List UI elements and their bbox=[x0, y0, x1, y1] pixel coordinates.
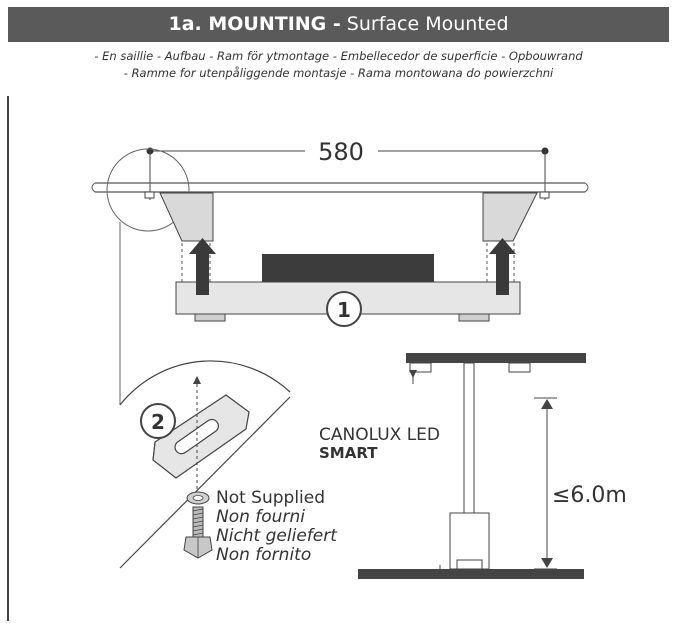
screw-left bbox=[144, 191, 155, 199]
header-normal: Surface Mounted bbox=[340, 13, 509, 35]
installation-height-view: ≤6.0m bbox=[358, 353, 627, 579]
ceiling-board bbox=[91, 182, 589, 193]
screw-right bbox=[539, 191, 550, 199]
bracket-left bbox=[159, 192, 214, 242]
not-supplied-it: Non fornito bbox=[216, 545, 311, 565]
header-bold: 1a. MOUNTING - bbox=[168, 13, 341, 35]
bracket-right bbox=[482, 192, 538, 242]
product-name: CANOLUX LED bbox=[319, 425, 440, 445]
width-dimension: 580 bbox=[146, 138, 549, 200]
panel-foot-left bbox=[194, 313, 226, 322]
not-supplied-note: Not Supplied Non fourni Nicht geliefert … bbox=[216, 488, 338, 565]
not-supplied-de: Nicht geliefert bbox=[216, 526, 338, 546]
step-2-number: 2 bbox=[151, 410, 165, 434]
subtitle-line-2: - Ramme for utenpåliggende montasje - Ra… bbox=[123, 66, 554, 80]
not-supplied-fr: Non fourni bbox=[216, 507, 305, 527]
not-supplied-en: Not Supplied bbox=[216, 488, 325, 508]
step-1-badge: 1 bbox=[326, 291, 362, 327]
width-dimension-label: 580 bbox=[318, 138, 364, 166]
product-variant: SMART bbox=[319, 444, 378, 462]
subtitle-line-1: - En saillie - Aufbau - Ram för ytmontag… bbox=[94, 49, 583, 63]
height-dimension-label: ≤6.0m bbox=[552, 483, 627, 508]
arrow-up-right-icon bbox=[489, 238, 516, 295]
arrow-up-left-icon bbox=[189, 238, 216, 295]
step-1-number: 1 bbox=[337, 298, 351, 322]
frame-left-border bbox=[7, 96, 9, 621]
step-2-badge: 2 bbox=[140, 403, 176, 439]
driver-box bbox=[262, 254, 434, 282]
panel-foot-right bbox=[458, 313, 490, 322]
detail-2-view bbox=[119, 360, 291, 569]
section-header: 1a. MOUNTING - Surface Mounted bbox=[8, 7, 669, 42]
detail-circle bbox=[106, 148, 190, 232]
